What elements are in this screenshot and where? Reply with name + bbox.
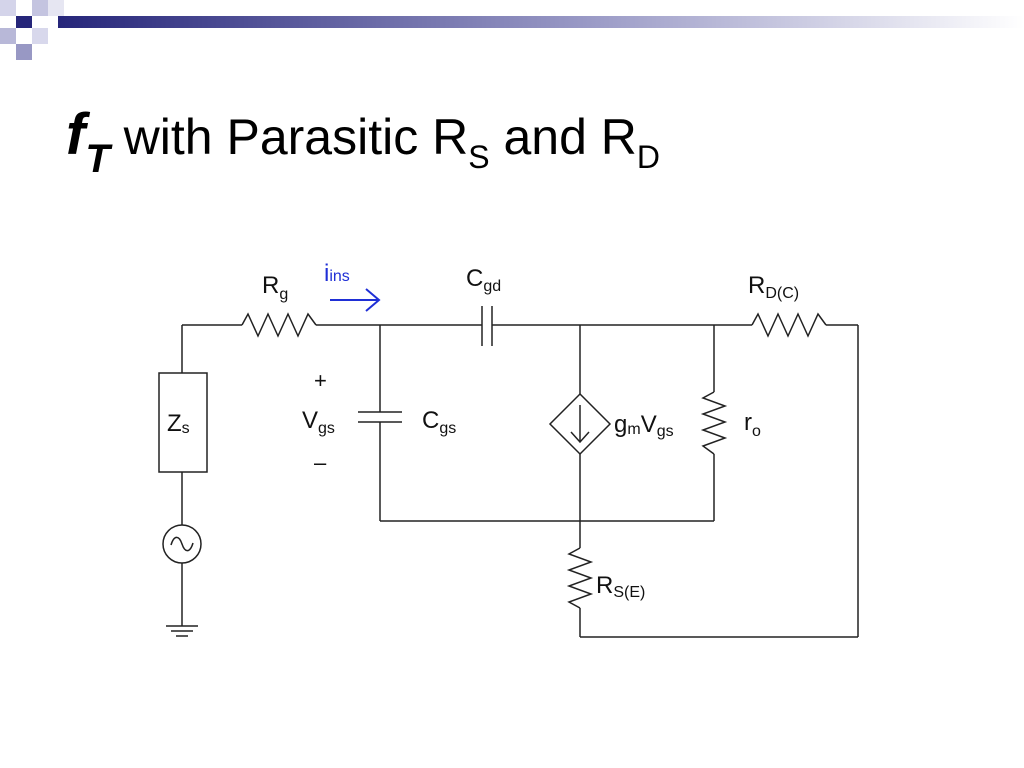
rd-label: RD(C) bbox=[748, 272, 799, 302]
ro-label: ro bbox=[744, 409, 761, 440]
slide-title: fT with Parasitic RS and RD bbox=[66, 100, 660, 181]
ro-resistor bbox=[700, 391, 728, 455]
rg-resistor bbox=[241, 312, 317, 338]
header-decoration bbox=[0, 0, 1024, 60]
title-middle-text: with Parasitic R bbox=[123, 109, 469, 165]
vgs-plus-label: + bbox=[314, 368, 327, 393]
input-current-arrow bbox=[330, 288, 381, 312]
title-f: f bbox=[66, 102, 86, 167]
title-and-text: and R bbox=[503, 109, 637, 165]
header-square bbox=[16, 16, 32, 28]
current-source-arrowhead bbox=[570, 431, 590, 444]
rs-resistor bbox=[566, 547, 594, 609]
header-square bbox=[0, 28, 16, 44]
vgs-minus-label: – bbox=[314, 450, 327, 475]
title-rd-subscript: D bbox=[636, 139, 660, 175]
cgd-label: Cgd bbox=[466, 265, 501, 295]
header-square bbox=[0, 0, 16, 16]
header-square bbox=[32, 0, 48, 16]
i-ins-label: iins bbox=[324, 260, 350, 287]
header-square bbox=[16, 44, 32, 60]
zs-label: Zs bbox=[167, 410, 190, 437]
vgs-label: Vgs bbox=[302, 407, 335, 437]
rg-label: Rg bbox=[262, 272, 288, 303]
title-rs-subscript: S bbox=[468, 139, 490, 175]
header-square bbox=[48, 0, 64, 16]
ac-source-sine bbox=[170, 536, 194, 552]
rd-resistor bbox=[751, 312, 827, 338]
zs-impedance-box bbox=[158, 372, 208, 473]
cgs-label: Cgs bbox=[422, 407, 456, 437]
rs-label: RS(E) bbox=[596, 572, 645, 601]
header-square bbox=[32, 28, 48, 44]
header-gradient-bar bbox=[58, 16, 1024, 28]
gm-vgs-label: gmVgs bbox=[614, 411, 674, 440]
title-t-subscript: T bbox=[85, 137, 110, 181]
